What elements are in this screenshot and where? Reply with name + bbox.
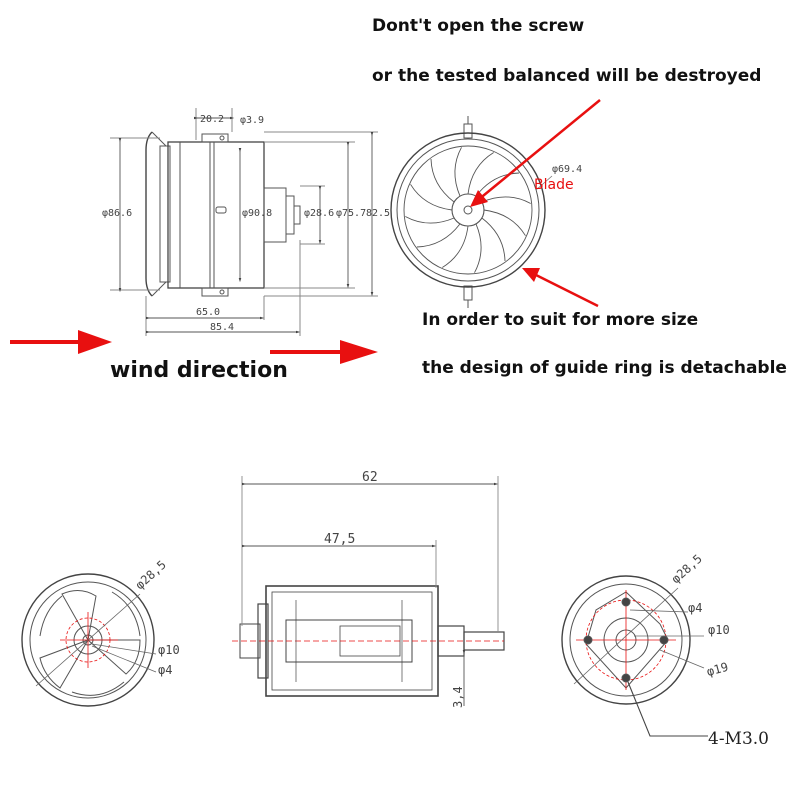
fan-blade: [467, 152, 494, 195]
dim-75-7: φ75.7: [336, 208, 366, 219]
fan-blade: [483, 209, 526, 236]
dim-3-4: 3,4: [451, 686, 465, 708]
dim-10-left: φ10: [158, 643, 180, 657]
dim-82-5: 82.5: [366, 208, 390, 219]
fan-blade: [416, 223, 461, 248]
dim-28-6: φ28.6: [304, 208, 334, 219]
fan-front-view: [390, 116, 553, 308]
dim-28-5-right: φ28,5: [669, 552, 705, 587]
dim-62: 62: [362, 470, 378, 485]
dim-28-5-left: φ28,5: [133, 558, 169, 593]
dim-4-right: φ4: [688, 601, 702, 615]
wind-arrow-right-icon: [340, 340, 378, 364]
fan-blade: [481, 217, 506, 262]
guide-ring-line2: the design of guide ring is detachable: [422, 358, 787, 378]
fan-blade: [430, 158, 455, 203]
motor-side-dimension-lines: [241, 476, 499, 706]
dim-10-right: φ10: [708, 623, 730, 637]
dim-4-left: φ4: [158, 663, 172, 677]
dim-65-0: 65.0: [196, 307, 220, 318]
fan-blade: [454, 147, 462, 197]
motor-right-end-view: [561, 575, 708, 737]
dim-4-m3: 4-M3.0: [708, 729, 769, 749]
annotation-arrows: [470, 99, 601, 308]
motor-left-end-view: [21, 573, 157, 707]
wind-arrow-left-icon: [78, 330, 112, 354]
fan-side-view: [110, 108, 378, 336]
fan-blade: [410, 184, 453, 211]
dim-20-2: 20.2: [200, 114, 224, 125]
motor-side-view: [232, 585, 505, 697]
dim-86-6: φ86.6: [102, 208, 132, 219]
guide-ring-line1: In order to suit for more size: [422, 310, 699, 330]
fan-blade: [474, 223, 482, 273]
dim-90-8: φ90.8: [242, 208, 272, 219]
dim-47-5: 47,5: [324, 532, 355, 547]
fan-blade: [405, 216, 455, 224]
dim-69-4: φ69.4: [552, 164, 582, 175]
dim-3-9: φ3.9: [240, 115, 264, 126]
fan-blade: [442, 225, 469, 268]
wind-arrows: [10, 330, 378, 364]
fan-blade: [481, 196, 531, 204]
dim-19: φ19: [705, 660, 730, 679]
screw-warning-line1: Dont't open the screw: [372, 16, 585, 36]
blade-label: Blade: [534, 177, 574, 193]
screw-warning-line2: or the tested balanced will be destroyed: [372, 66, 762, 86]
wind-direction-label: wind direction: [110, 358, 288, 383]
fan-side-dimension-lines: [118, 116, 374, 334]
dim-85-4: 85.4: [210, 322, 234, 333]
